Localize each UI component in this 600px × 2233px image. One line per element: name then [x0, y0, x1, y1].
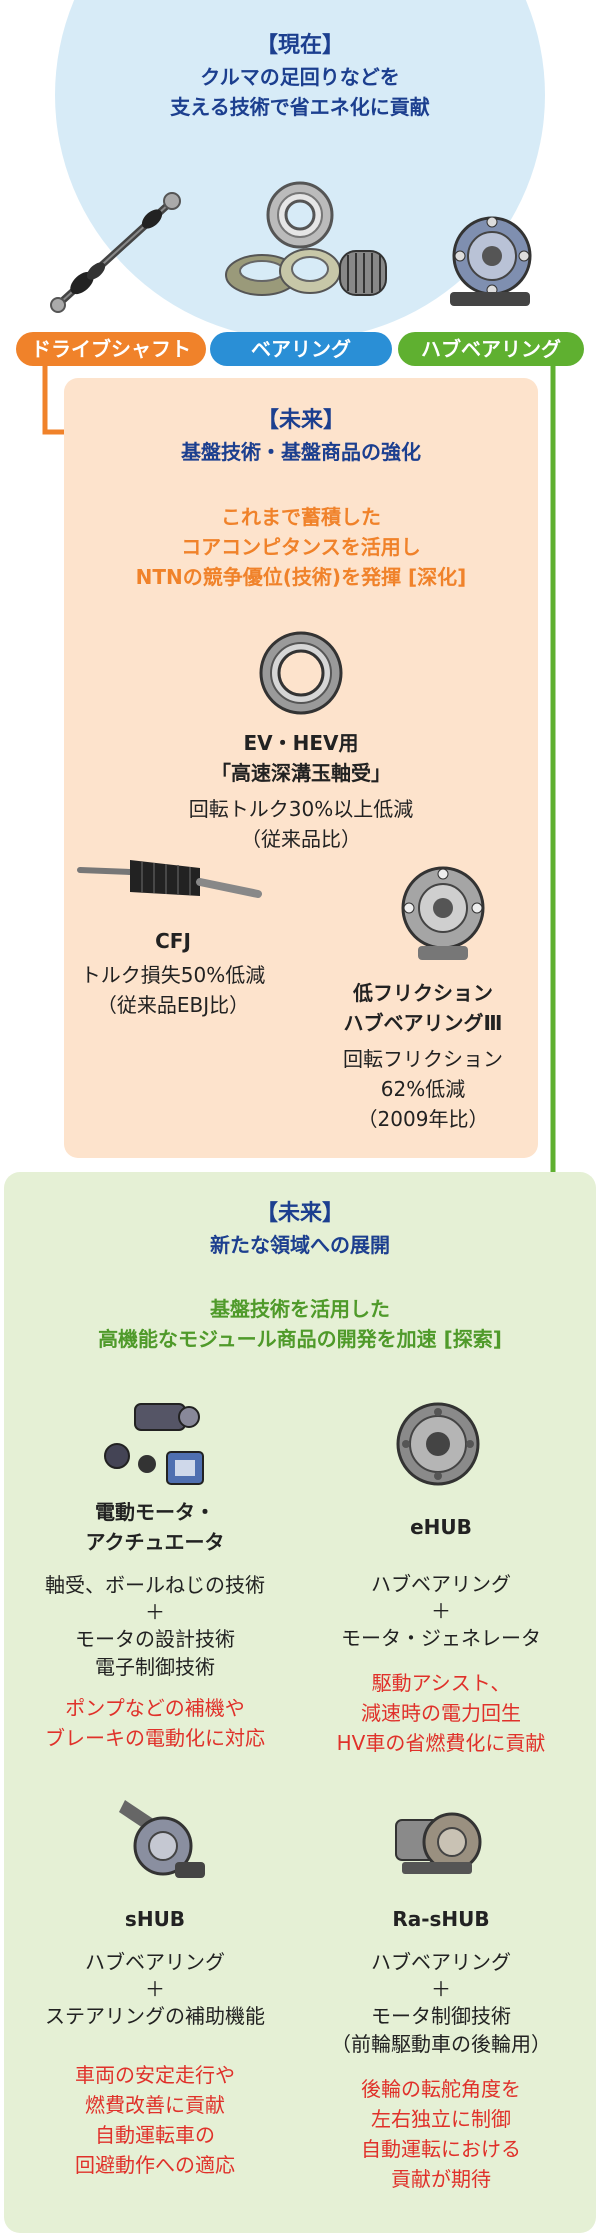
product-benefit: 左右独立に制御 — [371, 2107, 511, 2131]
product-benefit: 貢献が期待 — [391, 2167, 491, 2191]
drive-shaft-image — [50, 192, 181, 313]
product-benefit: 車両の安定走行や — [75, 2063, 235, 2087]
future-core-panel — [64, 378, 538, 1158]
product-desc: （従来品比） — [241, 827, 361, 851]
product-high-speed-bearing: EV・HEV用 「高速深溝玉軸受」 回転トルク30%以上低減 （従来品比） — [64, 728, 538, 854]
product-benefit: ポンプなどの補機や — [65, 1696, 245, 1720]
hub-bearing-image — [450, 216, 532, 306]
product-title: sHUB — [124, 1907, 186, 1931]
future-new-lead-line: 基盤技術を活用した — [210, 1297, 390, 1321]
product-title: 低フリクション — [353, 981, 493, 1005]
product-desc: ハブベアリング — [371, 1950, 511, 1974]
product-title: Ra-sHUB — [392, 1907, 490, 1931]
product-benefit: 減速時の電力回生 — [361, 1701, 521, 1725]
product-desc: （前輪駆動車の後輪用） — [331, 2032, 551, 2056]
product-shub: sHUB ハブベアリング ＋ ステアリングの補助機能 車両の安定走行や 燃費改善… — [20, 1904, 290, 2180]
product-benefit: 後輪の転舵角度を — [361, 2077, 521, 2101]
product-desc: 電子制御技術 — [95, 1655, 215, 1679]
product-benefit: 自動運転における — [361, 2137, 521, 2161]
future-core-header: 【未来】 基盤技術・基盤商品の強化 — [64, 405, 538, 467]
product-benefit: 回避動作への適応 — [75, 2153, 235, 2177]
product-benefit: 燃費改善に貢献 — [85, 2093, 225, 2117]
product-title: アクチュエータ — [85, 1530, 225, 1554]
product-desc: ＋ — [145, 1977, 165, 2001]
product-desc: 回転トルク30%以上低減 — [188, 797, 414, 821]
future-new-lead: 基盤技術を活用した 高機能なモジュール商品の開発を加速 [探索] — [4, 1294, 596, 1354]
product-desc: 軸受、ボールねじの技術 — [45, 1573, 265, 1597]
product-title: eHUB — [410, 1515, 472, 1539]
product-title: 電動モータ・ — [95, 1500, 215, 1524]
product-title: ハブベアリングⅢ — [343, 1011, 503, 1035]
product-desc: ＋ — [431, 1599, 451, 1623]
product-desc: ステアリングの補助機能 — [45, 2004, 265, 2028]
product-desc: モータ・ジェネレータ — [341, 1626, 541, 1650]
product-benefit: 駆動アシスト、 — [371, 1671, 511, 1695]
future-new-header: 【未来】 新たな領域への展開 — [4, 1198, 596, 1260]
present-text-block: 【現在】 クルマの足回りなどを 支える技術で省エネ化に貢献 — [0, 30, 600, 122]
electric-motor-actuator-image — [104, 1403, 204, 1485]
product-cfj: CFJ トルク損失50%低減 （従来品EBJ比） — [68, 926, 278, 1020]
present-heading: 【現在】 — [255, 33, 344, 58]
product-desc: ＋ — [431, 1977, 451, 2001]
product-benefit: ブレーキの電動化に対応 — [45, 1726, 265, 1750]
shub-image — [119, 1800, 205, 1878]
product-desc: ＋ — [145, 1600, 165, 1624]
product-desc: 回転フリクション — [343, 1047, 503, 1071]
future-new-subheading: 新たな領域への展開 — [210, 1233, 390, 1257]
product-title: 「高速深溝玉軸受」 — [211, 761, 391, 785]
future-core-subheading: 基盤技術・基盤商品の強化 — [181, 440, 421, 464]
present-line-2: 支える技術で省エネ化に貢献 — [170, 95, 430, 119]
present-line-1: クルマの足回りなどを — [200, 65, 400, 89]
product-ra-shub: Ra-sHUB ハブベアリング ＋ モータ制御技術 （前輪駆動車の後輪用） 後輪… — [316, 1904, 566, 2194]
category-drive-shaft: ドライブシャフト — [16, 332, 206, 366]
ra-shub-image — [395, 1812, 482, 1874]
future-core-lead-line: これまで蓄積した — [221, 505, 381, 529]
product-desc: （従来品EBJ比） — [96, 993, 250, 1017]
future-new-lead-line: 高機能なモジュール商品の開発を加速 [探索] — [98, 1327, 502, 1351]
product-desc: モータの設計技術 — [75, 1627, 235, 1651]
product-desc: 62%低減 — [380, 1077, 466, 1101]
deep-groove-ball-bearing-image — [259, 631, 343, 715]
future-core-lead-line: NTNの競争優位(技術)を発揮 [深化] — [135, 565, 467, 589]
product-ehub: eHUB ハブベアリング ＋ モータ・ジェネレータ 駆動アシスト、 減速時の電力… — [316, 1512, 566, 1758]
product-title: CFJ — [155, 929, 191, 953]
bearings-image — [225, 181, 387, 296]
ehub-image — [396, 1402, 480, 1486]
product-desc: ハブベアリング — [371, 1572, 511, 1596]
product-benefit: 自動運転車の — [95, 2123, 215, 2147]
future-new-heading: 【未来】 — [255, 1201, 344, 1226]
future-core-heading: 【未来】 — [256, 408, 345, 433]
product-desc: トルク損失50%低減 — [80, 963, 266, 987]
product-desc: （2009年比） — [357, 1107, 489, 1131]
product-benefit: HV車の省燃費化に貢献 — [336, 1731, 546, 1755]
product-desc: モータ制御技術 — [371, 2004, 511, 2028]
product-low-friction-hub-bearing: 低フリクション ハブベアリングⅢ 回転フリクション 62%低減 （2009年比） — [316, 978, 530, 1134]
cfj-image — [77, 860, 262, 898]
product-desc: ハブベアリング — [85, 1950, 225, 1974]
future-new-domain-panel — [4, 1172, 596, 2233]
low-friction-hub-bearing-image — [401, 866, 485, 960]
product-electric-motor-actuator: 電動モータ・ アクチュエータ 軸受、ボールねじの技術 ＋ モータの設計技術 電子… — [20, 1497, 290, 1753]
future-core-lead: これまで蓄積した コアコンピタンスを活用し NTNの競争優位(技術)を発揮 [深… — [64, 502, 538, 592]
future-core-lead-line: コアコンピタンスを活用し — [181, 535, 421, 559]
product-title: EV・HEV用 — [243, 731, 359, 755]
category-bearing: ベアリング — [210, 332, 392, 366]
category-hub-bearing: ハブベアリング — [398, 332, 584, 366]
